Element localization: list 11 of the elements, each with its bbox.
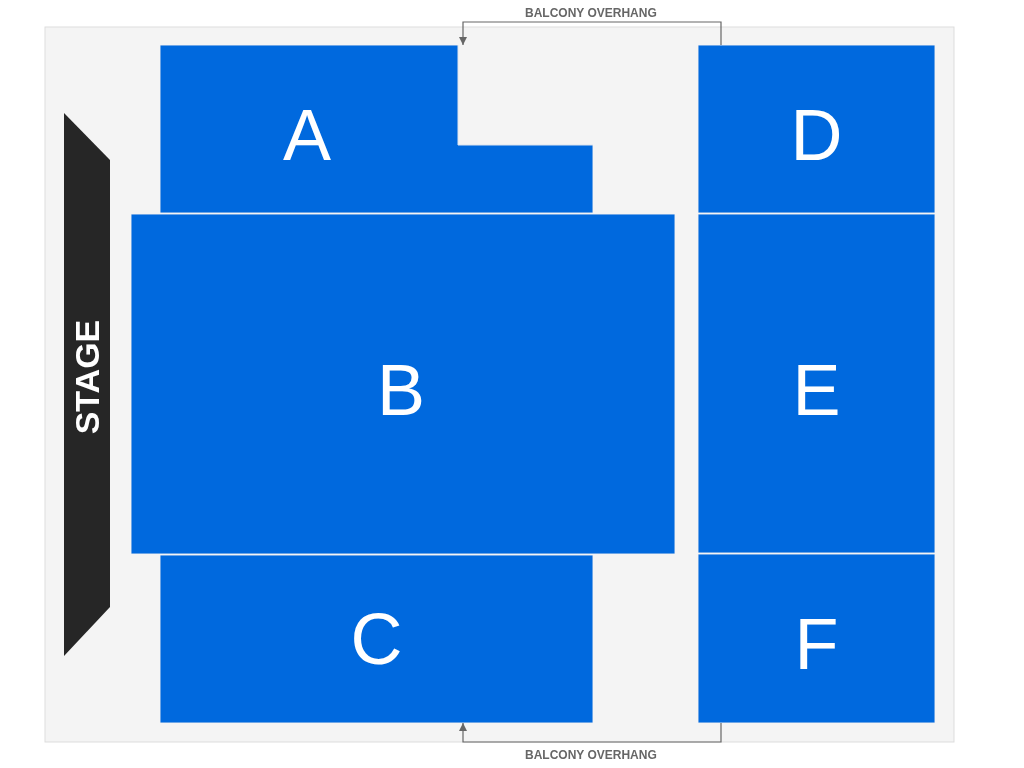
section-label: D (790, 99, 843, 171)
edge-label: BALCONY OVERHANG (525, 7, 657, 19)
section-label: B (377, 354, 426, 426)
section-label: F (794, 608, 839, 680)
section-label: E (792, 354, 841, 426)
section-label: C (350, 603, 403, 675)
edge-label: BALCONY OVERHANG (525, 749, 657, 761)
section-label: A (283, 99, 332, 171)
arrow (459, 21, 722, 46)
stage-label: STAGE (69, 319, 104, 434)
arrow (459, 722, 722, 743)
